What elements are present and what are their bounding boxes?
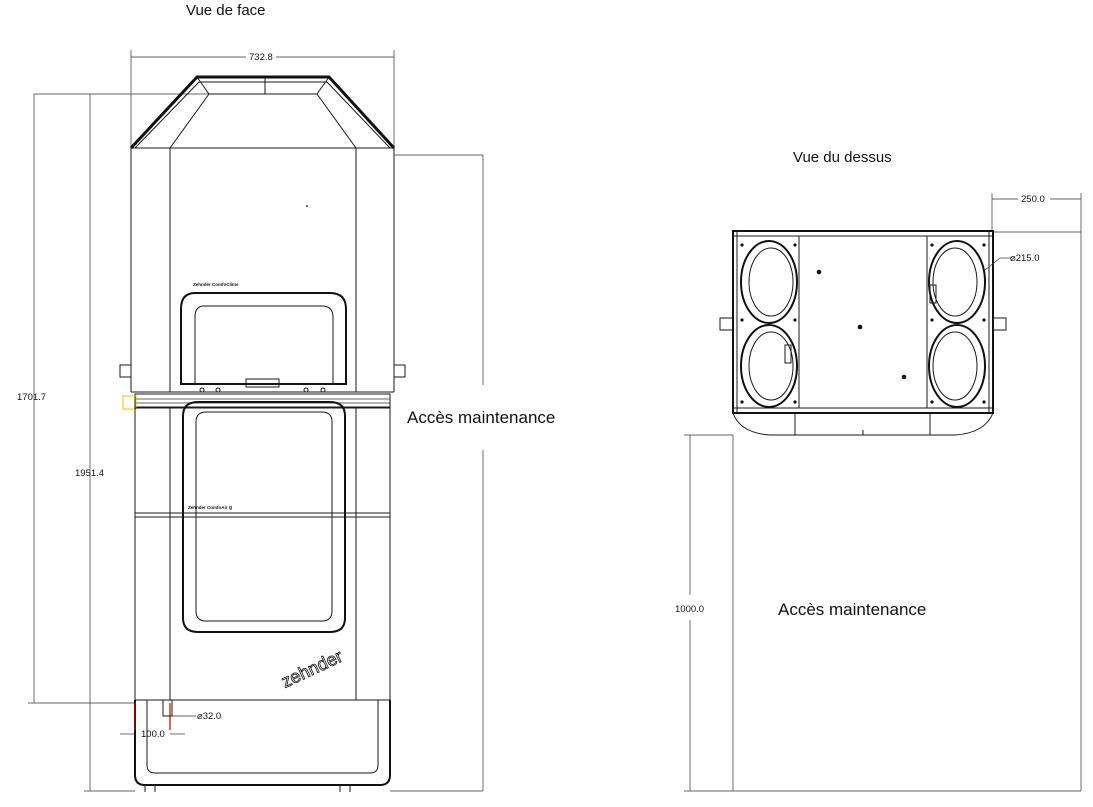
pipe-dimension-value: ⌀32.0 [197, 711, 221, 722]
height-dimension-lower-value: 1701.7 [17, 392, 46, 403]
side-clearance-value: 250.0 [1021, 194, 1045, 205]
lower-unit: Zehnder ComfoAir Q zehnder [134, 401, 391, 792]
upper-unit: Zehnder ComfoClime [119, 75, 406, 393]
pipe-dimension: ⌀32.0 [172, 711, 221, 722]
front-clearance-value: 1000.0 [675, 604, 704, 615]
highlight-marker [122, 395, 137, 410]
duct-diameter-value: ⌀215.0 [1010, 253, 1040, 264]
offset-dimension: 100.0 [120, 729, 185, 740]
side-clearance-dimension: 250.0 [991, 193, 1082, 791]
top-view-title: Vue du dessus [793, 149, 892, 166]
zehnder-logo: zehnder [278, 646, 345, 692]
front-clearance-dimension: 1000.0 [675, 434, 733, 791]
offset-dimension-value: 100.0 [141, 729, 165, 740]
front-maintenance-label: Accès maintenance [407, 408, 555, 427]
duct-ports [740, 240, 986, 408]
front-view: Vue de face 732.8 1701.7 1951.4 [17, 2, 555, 792]
unit-top-outline [719, 230, 1007, 436]
width-dimension-value: 732.8 [249, 52, 273, 63]
width-dimension: 732.8 [130, 50, 395, 150]
duct-diameter-dimension: ⌀215.0 [984, 253, 1040, 271]
height-dimension-lower: 1701.7 [17, 93, 310, 704]
front-view-title: Vue de face [186, 2, 266, 19]
lower-unit-label: Zehnder ComfoAir Q [188, 505, 233, 510]
top-maintenance-label: Accès maintenance [778, 600, 926, 619]
front-maintenance-zone: Accès maintenance [390, 154, 555, 792]
top-maintenance-zone: Accès maintenance [684, 435, 1081, 792]
top-view: Vue du dessus 250.0 [675, 149, 1082, 792]
upper-unit-label: Zehnder ComfoClime [193, 282, 239, 287]
height-dimension-total: 1951.4 [75, 94, 135, 792]
height-dimension-total-value: 1951.4 [75, 468, 104, 479]
